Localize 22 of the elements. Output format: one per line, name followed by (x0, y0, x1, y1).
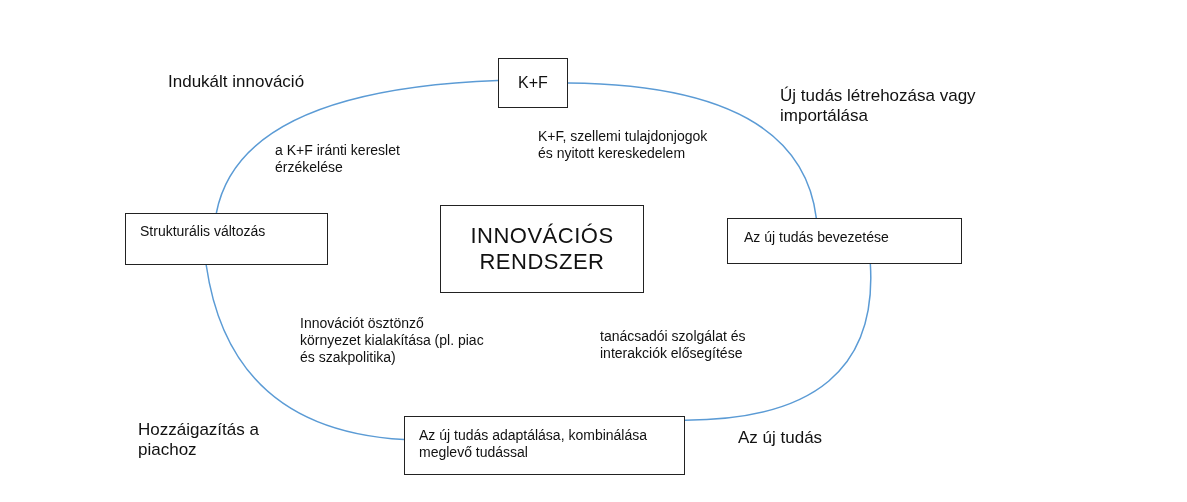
curved-connector (205, 264, 405, 441)
box-text: Strukturális változás (140, 223, 266, 240)
curved-connector (684, 263, 872, 421)
annotation-text: tanácsadói szolgálat és interakciók elősegítése (600, 328, 747, 362)
annotation-text: Hozzáigazítás a piachoz (138, 420, 260, 461)
box-text: INNOVÁCIÓS RENDSZER (469, 222, 615, 276)
text-box (498, 58, 568, 108)
box-text: Az új tudás bevezetése (744, 229, 889, 246)
annotation-text: a K+F iránti kereslet érzékelése (275, 142, 401, 176)
annotation-text: Új tudás létrehozása vagy importálása (780, 86, 977, 127)
text-box (727, 218, 962, 264)
annotation-text: K+F, szellemi tulajdonjogok és nyitott kereskedelem (538, 128, 709, 162)
annotation-text: Innovációt ösztönző környezet kialakítása (pl. piac és szakpolitika) (300, 315, 485, 366)
curved-connector (567, 82, 818, 219)
curved-connector (215, 79, 499, 214)
annotation-text: Indukált innováció (168, 72, 306, 93)
box-text: Az új tudás adaptálása, kombinálása meglevő tudással (419, 427, 649, 461)
annotation-text: Az új tudás (738, 428, 824, 449)
box-text: K+F (518, 73, 548, 93)
text-box (440, 205, 644, 293)
text-box (125, 213, 328, 265)
text-box (404, 416, 685, 475)
